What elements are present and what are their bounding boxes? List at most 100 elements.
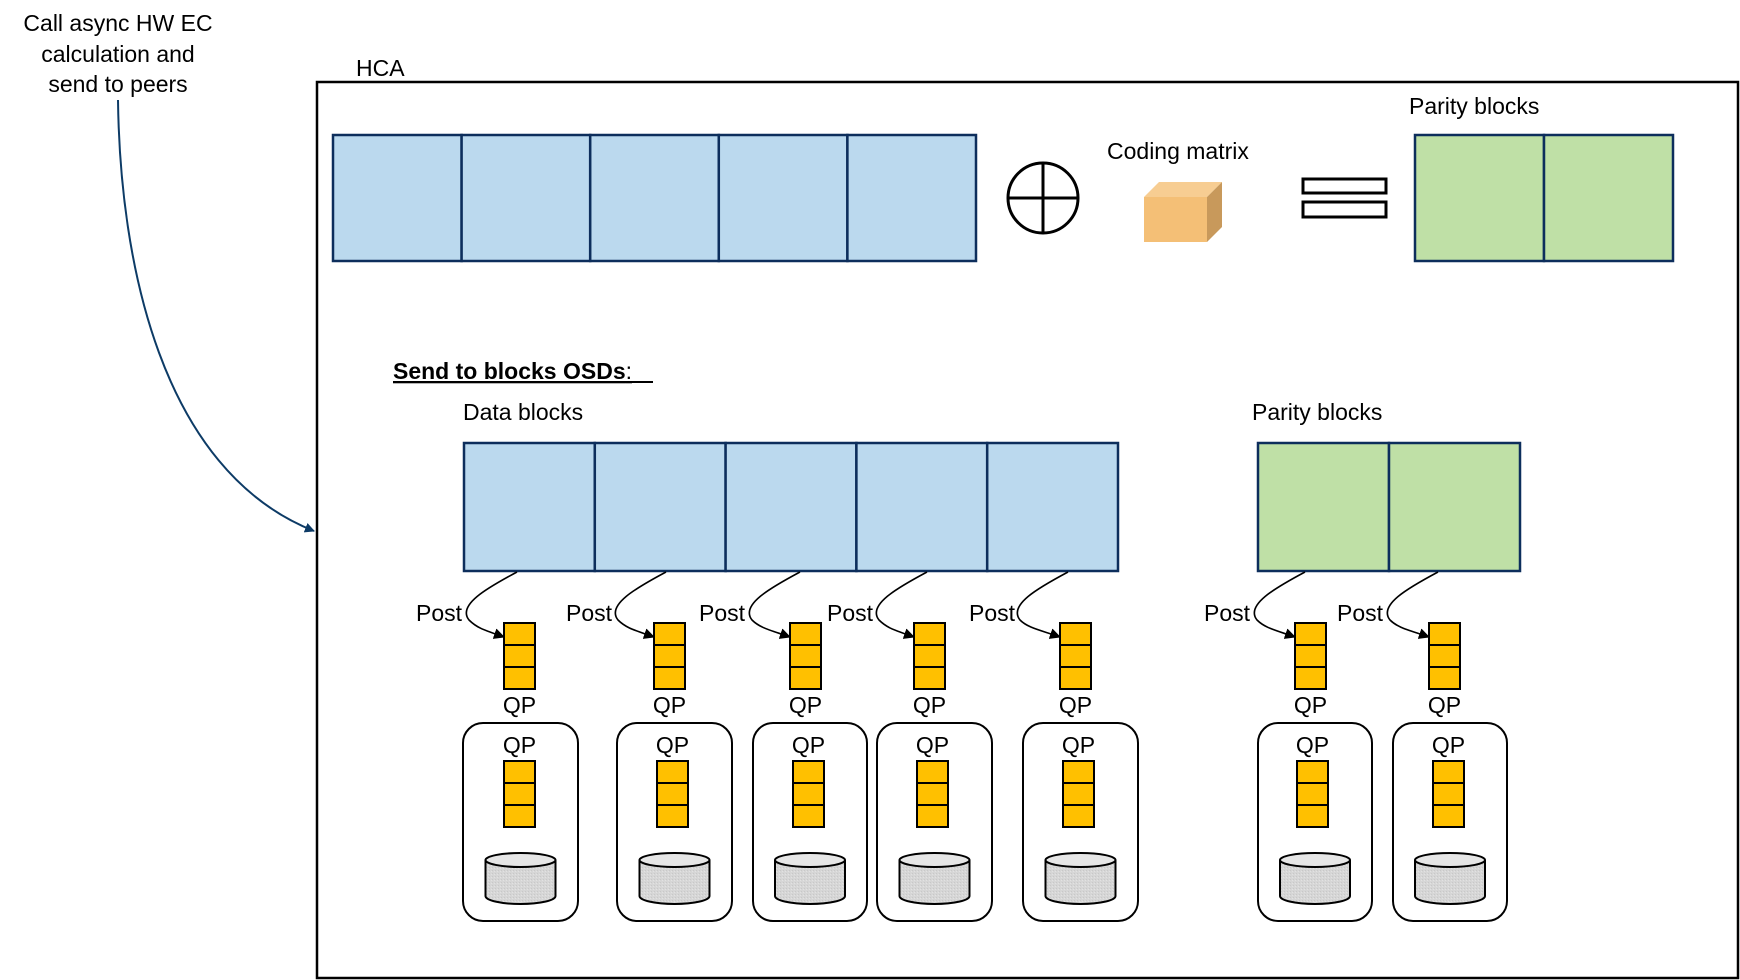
post-arrow (465, 571, 518, 639)
osd-nodes: QP QP QP QP QP QP QP (462, 722, 1508, 922)
queue-slot (503, 804, 536, 828)
send-queue-label: QP (503, 692, 536, 718)
queue-slot (1296, 804, 1329, 828)
parity-osd-node[interactable]: QP (1392, 722, 1508, 922)
data-osd-node[interactable]: QP (876, 722, 993, 922)
disk-body (484, 860, 557, 905)
disk-icon (1279, 852, 1351, 905)
post-channels: PostQPPostQPPostQPPostQPPostQPPostQPPost… (416, 571, 1461, 718)
post-label: Post (416, 600, 463, 626)
post-label: Post (827, 600, 874, 626)
coding-matrix-label: Coding matrix (1107, 138, 1249, 164)
parity-osd-node[interactable]: QP (1257, 722, 1373, 922)
post-label: Post (566, 600, 613, 626)
queue-slot (1294, 666, 1327, 690)
hca-label: HCA (356, 55, 405, 81)
osd-queue-label: QP (1432, 732, 1465, 758)
encode-parity-block-2[interactable] (1542, 133, 1675, 263)
osd-receive-queue (916, 760, 949, 828)
osd-queue-label: QP (503, 732, 536, 758)
disk-body (1279, 860, 1351, 905)
data-osd-node[interactable]: QP (752, 722, 868, 922)
disk-top (898, 852, 971, 868)
send-queue-label: QP (913, 692, 946, 718)
xor-operator-icon (1006, 161, 1080, 235)
data-osd-node[interactable]: QP (1022, 722, 1139, 922)
queue-slot (1432, 804, 1465, 828)
post-arrow (614, 571, 667, 639)
encode-parity-block-1[interactable] (1413, 133, 1546, 263)
osd-receive-queue (656, 760, 689, 828)
send-parity-block-2[interactable] (1387, 441, 1522, 573)
queue-slot (916, 760, 949, 784)
disk-icon (638, 852, 711, 905)
queue-slot (503, 782, 536, 806)
send-parity-blocks (1256, 441, 1522, 573)
osd-queue-label: QP (656, 732, 689, 758)
caller-note-line-2: calculation and (41, 41, 194, 67)
send-queue (913, 622, 946, 690)
disk-top (1044, 852, 1117, 868)
send-queue (1059, 622, 1092, 690)
post-label: Post (1337, 600, 1384, 626)
queue-slot (1296, 760, 1329, 784)
caller-note-line-1: Call async HW EC (23, 10, 212, 36)
disk-body (1414, 860, 1486, 905)
queue-slot (1062, 760, 1095, 784)
post-arrow (1016, 571, 1069, 639)
queue-slot (1428, 622, 1461, 646)
queue-slot (792, 760, 825, 784)
encode-data-block-2[interactable] (460, 133, 592, 263)
send-queue (789, 622, 822, 690)
post-label: Post (1204, 600, 1251, 626)
data-osd-node[interactable]: QP (462, 722, 579, 922)
post-arrow (1386, 571, 1439, 639)
send-data-block-3[interactable] (724, 441, 858, 573)
queue-slot (653, 622, 686, 646)
queue-slot (503, 666, 536, 690)
disk-body (898, 860, 971, 905)
queue-slot (1294, 622, 1327, 646)
queue-slot (653, 666, 686, 690)
send-parity-block-1[interactable] (1256, 441, 1391, 573)
encode-data-block-4[interactable] (717, 133, 849, 263)
disk-top (638, 852, 711, 868)
encode-data-block-3[interactable] (588, 133, 721, 263)
queue-slot (656, 760, 689, 784)
queue-slot (653, 644, 686, 668)
queue-slot (789, 644, 822, 668)
disk-body (638, 860, 711, 905)
queue-slot (1059, 666, 1092, 690)
post-label: Post (699, 600, 746, 626)
queue-slot (1062, 782, 1095, 806)
send-data-block-1[interactable] (462, 441, 597, 573)
data-osd-node[interactable]: QP (616, 722, 733, 922)
send-data-block-5[interactable] (985, 441, 1120, 573)
queue-slot (913, 622, 946, 646)
call-arrow (117, 99, 315, 533)
send-data-block-2[interactable] (593, 441, 727, 573)
send-data-block-4[interactable] (855, 441, 989, 573)
encode-parity-blocks (1413, 133, 1675, 263)
encode-data-block-5[interactable] (846, 133, 978, 263)
send-queue (1294, 622, 1327, 690)
encode-data-block-1[interactable] (331, 133, 463, 263)
queue-slot (913, 644, 946, 668)
send-heading-text: Send to blocks OSDs (393, 358, 626, 384)
queue-slot (789, 666, 822, 690)
queue-slot (916, 804, 949, 828)
disk-top (484, 852, 557, 868)
osd-queue-label: QP (916, 732, 949, 758)
queue-slot (1428, 666, 1461, 690)
queue-slot (503, 644, 536, 668)
equals-icon (1301, 177, 1388, 219)
disk-icon (774, 852, 846, 905)
osd-queue-label: QP (1062, 732, 1095, 758)
